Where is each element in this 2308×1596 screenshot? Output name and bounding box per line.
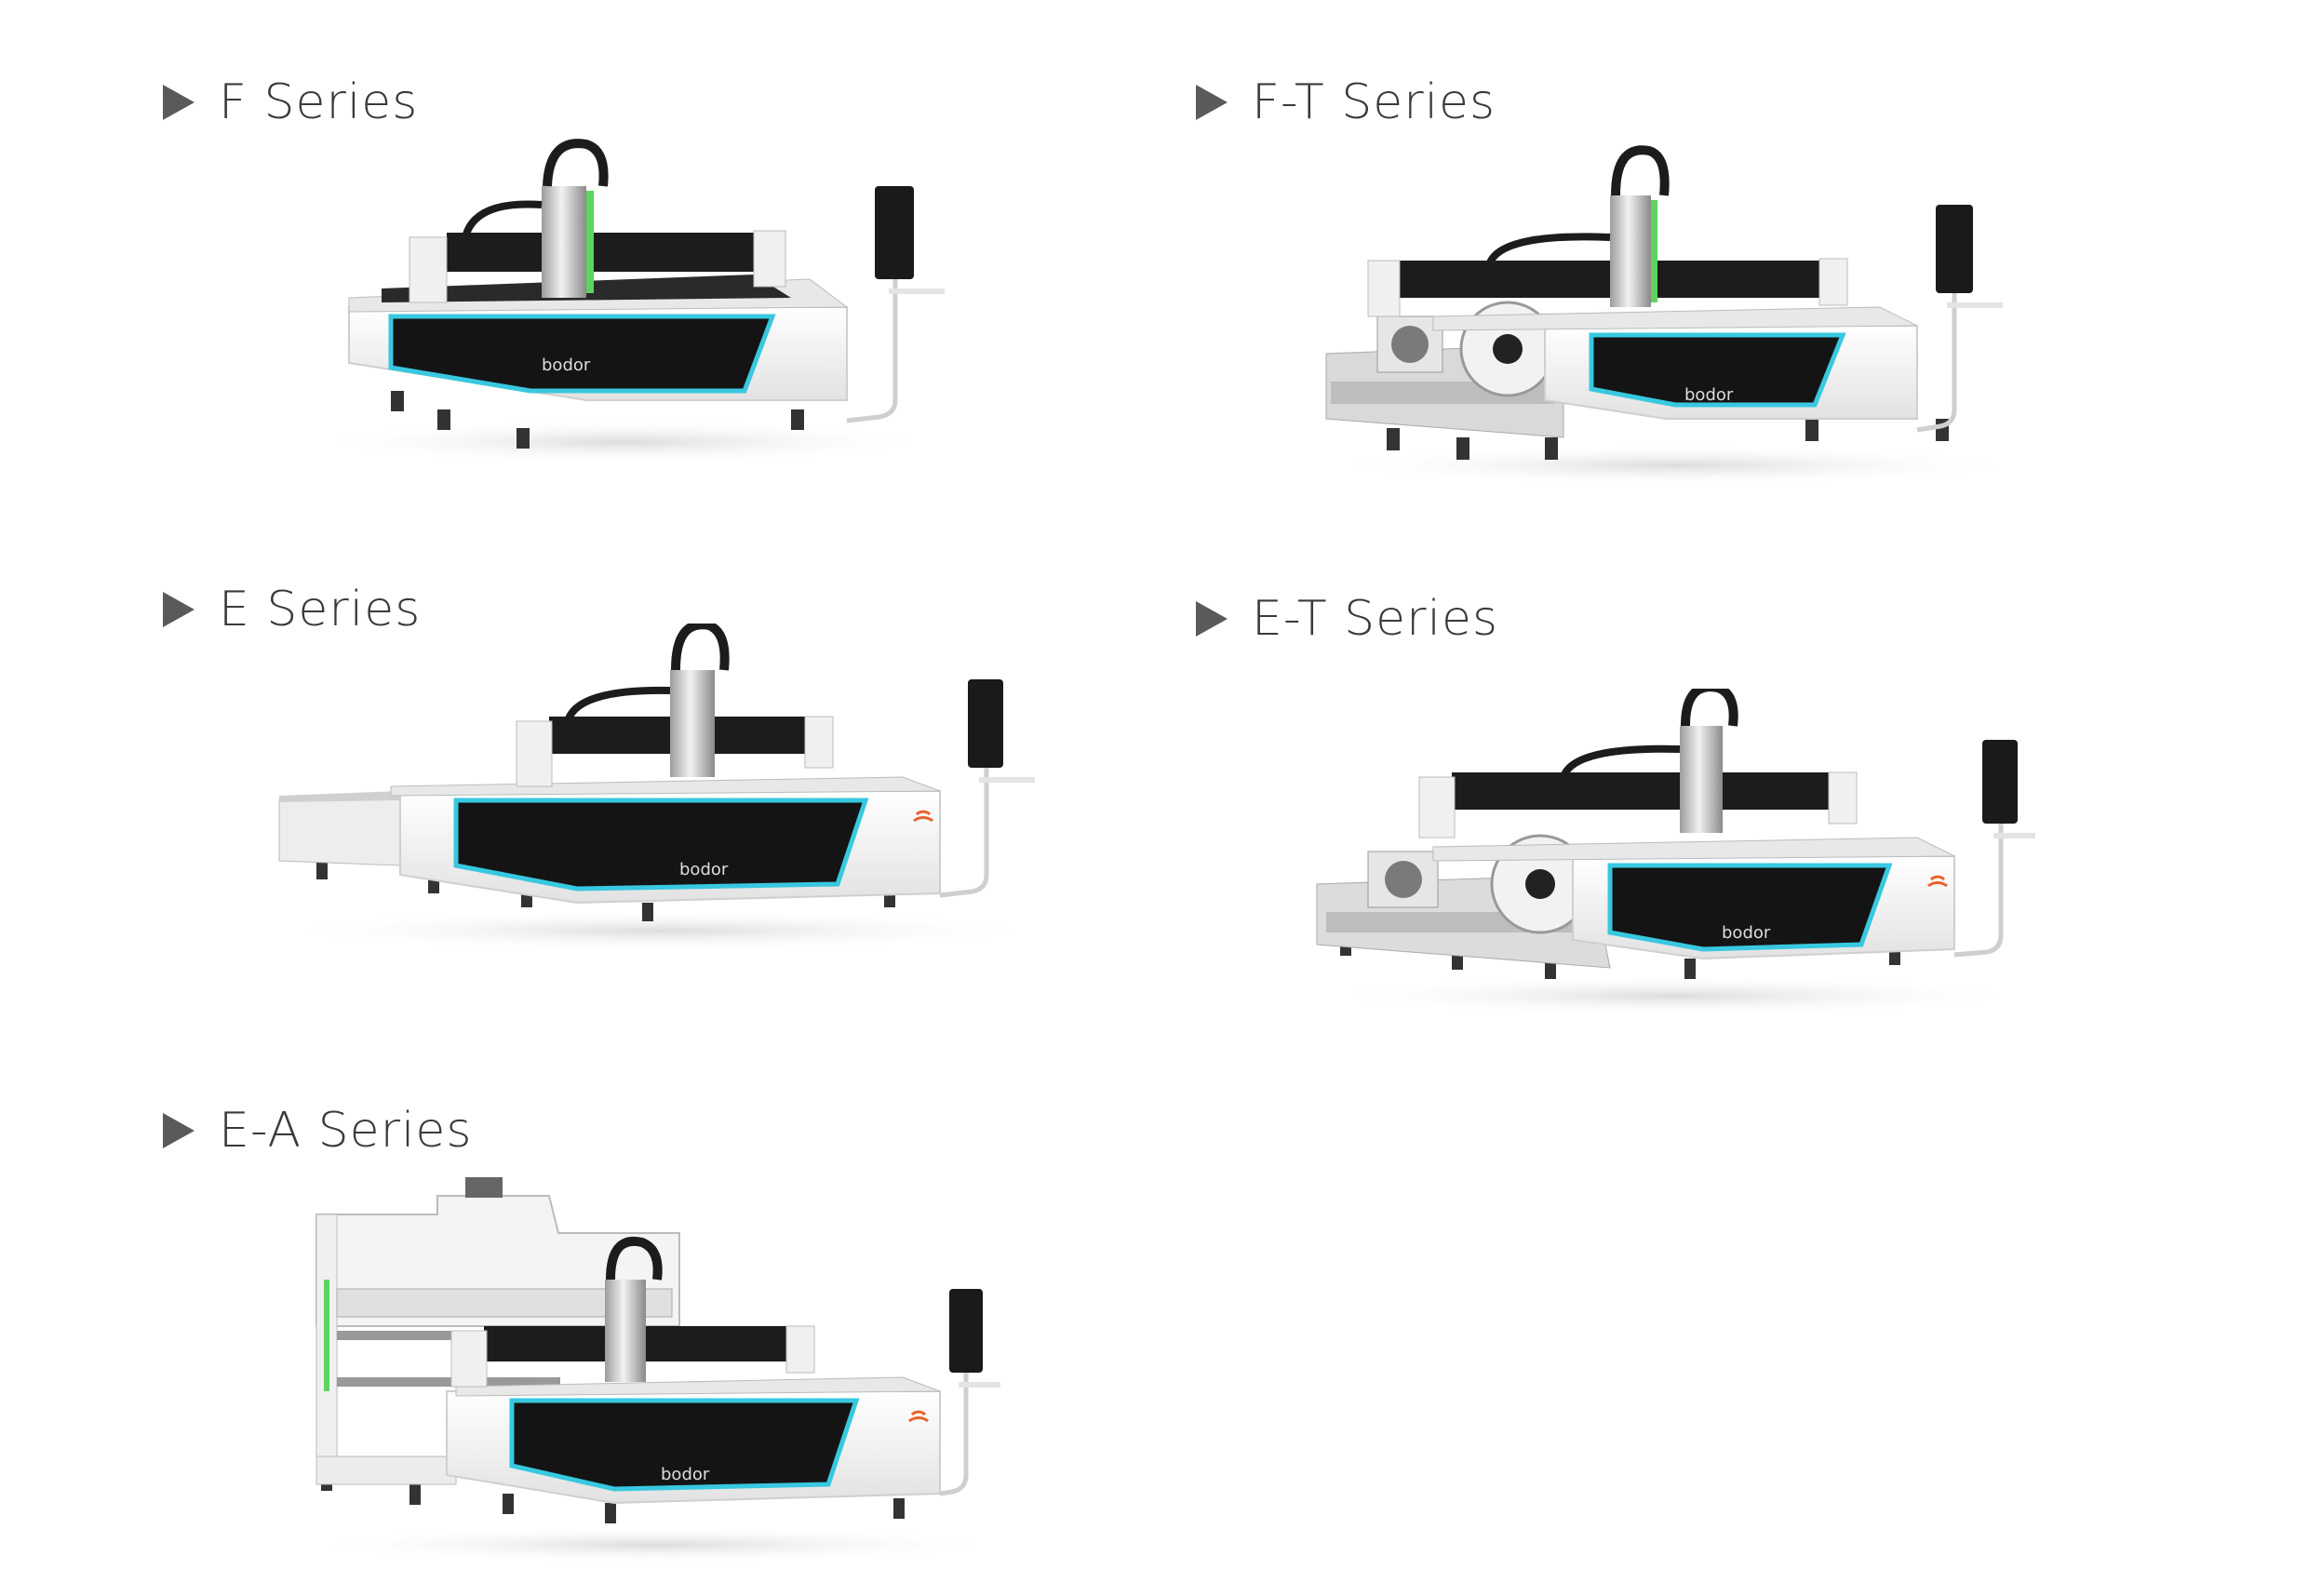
series-ft-title[interactable]: F-T Series <box>1196 74 1496 130</box>
machine-image-ea: bodor <box>298 1177 1014 1568</box>
machine-image-e: bodor <box>270 624 1052 959</box>
series-et-title[interactable]: E-T Series <box>1196 591 1498 647</box>
machine-image-ft: bodor <box>1322 140 2029 493</box>
brand-logo-text: bodor <box>679 860 729 879</box>
series-ea: E-A Series <box>0 1042 1154 1596</box>
series-et: E-T Series <box>1154 521 2308 1042</box>
series-ft: F-T Series <box>1154 0 2308 521</box>
play-triangle-icon <box>163 85 195 120</box>
play-triangle-icon <box>163 1113 195 1148</box>
series-e: E Series bodor <box>0 521 1154 1042</box>
series-ea-title[interactable]: E-A Series <box>163 1103 473 1159</box>
play-triangle-icon <box>1196 601 1228 637</box>
series-f-title[interactable]: F Series <box>163 74 418 130</box>
brand-logo-text: bodor <box>542 355 591 375</box>
series-f: F Series bodor <box>0 0 1154 521</box>
machine-image-et: bodor <box>1312 689 2038 1024</box>
series-title-text: E-T Series <box>1252 591 1499 647</box>
brand-logo-text: bodor <box>1722 923 1771 943</box>
machine-image-f: bodor <box>307 121 977 475</box>
play-triangle-icon <box>163 592 195 627</box>
series-title-text: E-A Series <box>219 1103 473 1159</box>
series-title-text: E Series <box>219 582 422 637</box>
brand-logo-text: bodor <box>661 1465 710 1484</box>
series-title-text: F Series <box>219 74 419 130</box>
brand-logo-text: bodor <box>1684 385 1734 405</box>
series-title-text: F-T Series <box>1252 74 1496 130</box>
series-e-title[interactable]: E Series <box>163 582 421 637</box>
play-triangle-icon <box>1196 85 1228 120</box>
